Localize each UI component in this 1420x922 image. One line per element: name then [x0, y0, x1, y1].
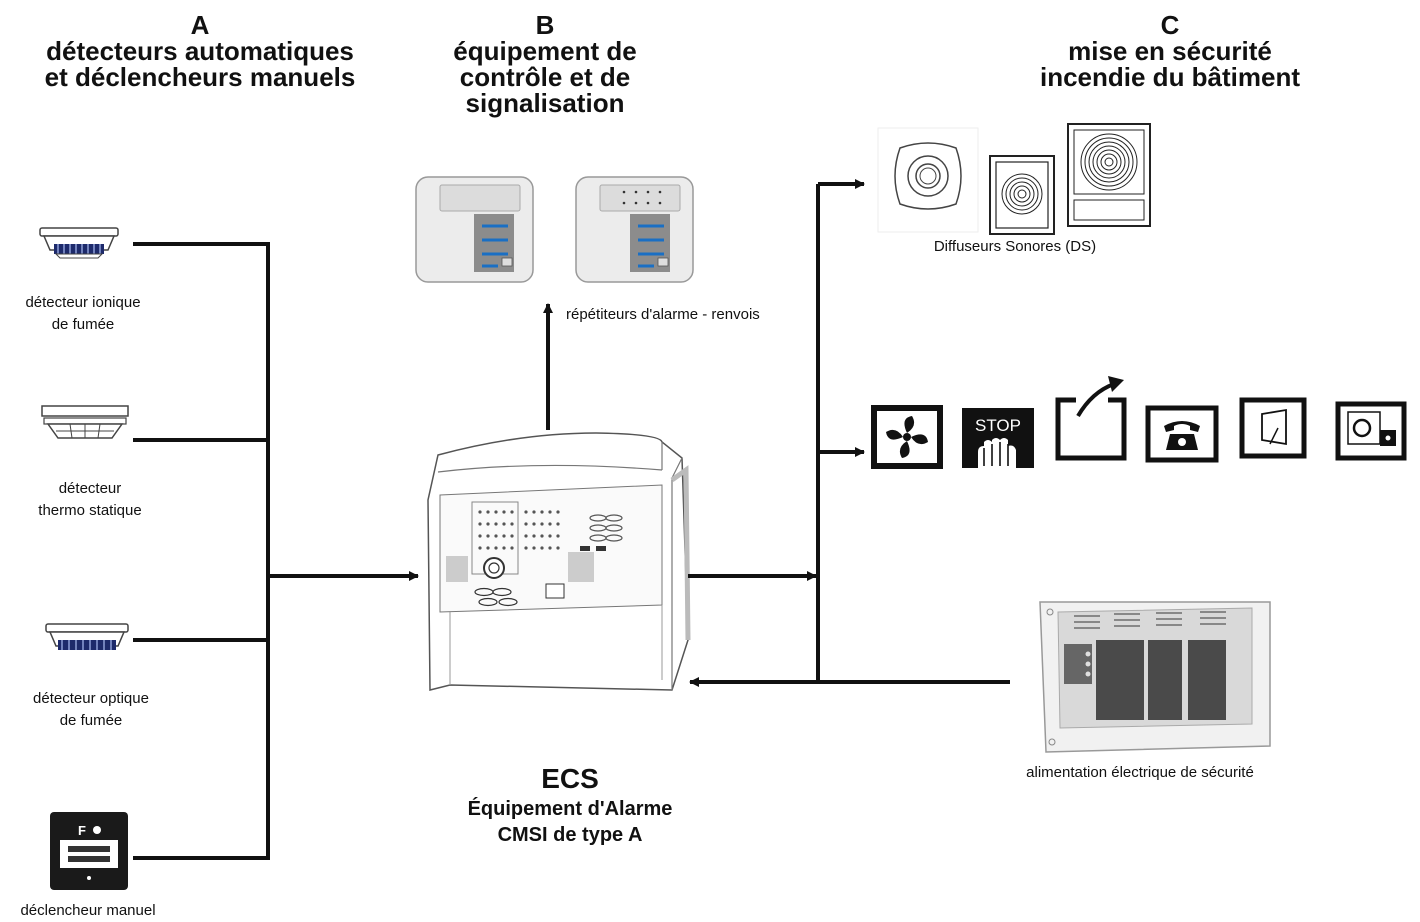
ionic-smoke-detector-icon [39, 227, 119, 259]
sounder-2-icon [989, 155, 1055, 235]
sounder-3-icon [1067, 123, 1151, 227]
column-a-heading: A détecteurs automatiques et déclencheur… [0, 12, 400, 90]
stop-label: STOP [975, 416, 1021, 435]
thermo-detector-label-line2: thermo statique [38, 502, 142, 519]
thermo-detector-label: détecteur thermo statique [0, 478, 180, 522]
manual-call-point-label-line1: déclencheur manuel [20, 902, 156, 919]
ecs-panel-icon [427, 432, 691, 691]
damper-icon [1335, 401, 1407, 461]
fire-door-icon [1239, 397, 1307, 459]
output-bus-lines [689, 179, 1010, 687]
sounder-1-icon [877, 127, 979, 233]
power-supply-label: alimentation électrique de sécurité [1026, 764, 1254, 781]
ionic-detector-label-line1: détecteur ionique [25, 294, 141, 311]
column-a-line1: détecteurs automatiques [46, 36, 354, 66]
column-b-line1: équipement de [453, 36, 637, 66]
column-c-line2: incendie du bâtiment [1039, 62, 1301, 92]
optical-detector-label-line1: détecteur optique [33, 690, 149, 707]
column-b-line3: signalisation [465, 88, 625, 118]
thermostatic-detector-icon [41, 405, 129, 439]
ecs-caption: ECS Équipement d'Alarme CMSI de type A [410, 762, 730, 848]
door-open-icon [1055, 376, 1127, 461]
ecs-subtitle-line1: Équipement d'Alarme [467, 798, 673, 820]
manual-call-point-label: déclencheur manuel [0, 900, 176, 922]
manual-call-point-symbol: F [78, 823, 86, 838]
ionic-detector-label-line2: de fumée [51, 316, 115, 333]
column-c-letter: C [1160, 10, 1180, 40]
ionic-detector-label: détecteur ionique de fumée [0, 292, 166, 336]
fan-icon [871, 405, 943, 469]
alarm-repeater-2-icon [575, 176, 694, 283]
column-b-line2: contrôle et de [459, 62, 631, 92]
detector-bus-lines [133, 242, 419, 860]
power-supply-icon [1039, 601, 1271, 753]
optical-detector-label-line2: de fumée [59, 712, 123, 729]
optical-detector-label: détecteur optique de fumée [0, 688, 182, 732]
column-b-letter: B [535, 10, 555, 40]
column-a-letter: A [190, 10, 210, 40]
telephone-icon [1145, 405, 1219, 463]
column-a-line2: et déclencheurs manuels [44, 62, 356, 92]
ecs-title: ECS [541, 763, 599, 794]
optical-smoke-detector-icon [45, 623, 129, 650]
column-b-heading: B équipement de contrôle et de signalisa… [420, 12, 670, 116]
stop-hand-icon: STOP [962, 408, 1034, 468]
column-c-heading: C mise en sécurité incendie du bâtiment [990, 12, 1350, 90]
alarm-repeater-1-icon [415, 176, 534, 283]
sounders-label: Diffuseurs Sonores (DS) [933, 238, 1097, 255]
repeaters-label: répétiteurs d'alarme - renvois [566, 306, 760, 323]
column-c-line1: mise en sécurité [1068, 36, 1272, 66]
thermo-detector-label-line1: détecteur [58, 480, 122, 497]
manual-call-point-icon: F [50, 812, 128, 890]
ecs-subtitle-line2: CMSI de type A [497, 824, 643, 846]
